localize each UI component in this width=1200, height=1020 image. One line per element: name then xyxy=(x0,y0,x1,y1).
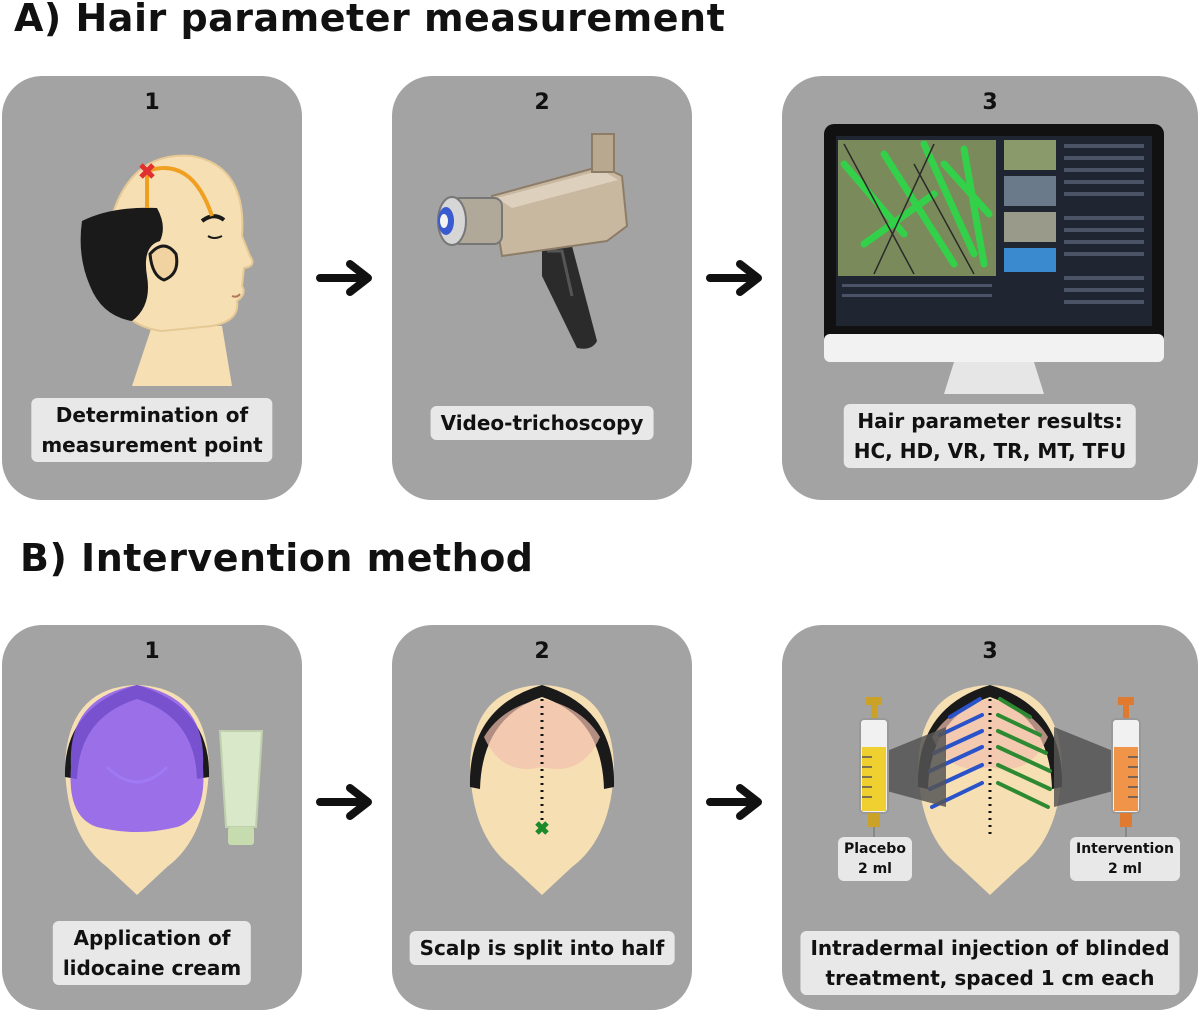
step-caption: Application of lidocaine cream xyxy=(52,921,252,985)
right-arrow-icon xyxy=(316,260,372,296)
scalp-top-icon xyxy=(917,685,1063,895)
panel-b1: 1 Application of lidocaine cream xyxy=(2,625,302,1010)
head-profile-icon xyxy=(80,154,254,386)
intervention-label: Intervention 2 ml xyxy=(1070,837,1180,881)
step-caption: Scalp is split into half xyxy=(409,931,675,965)
step-caption: Video-trichoscopy xyxy=(430,406,654,440)
caption-line: measurement point xyxy=(41,433,263,457)
caption-line: Video-trichoscopy xyxy=(440,411,644,435)
caption-line: HC, HD, VR, TR, MT, TFU xyxy=(853,439,1127,463)
syringe-icon xyxy=(1054,697,1141,853)
scalp-top-icon xyxy=(469,685,615,895)
trichoscope-icon xyxy=(437,133,629,349)
panel-a3: 3 xyxy=(782,76,1198,500)
step-number: 1 xyxy=(144,90,160,115)
intervention-volume: 2 ml xyxy=(1107,861,1142,877)
caption-line: Determination of xyxy=(55,403,249,427)
step-number: 1 xyxy=(144,639,160,664)
right-arrow-icon xyxy=(316,784,372,820)
panel-a1: 1 Determination of measurement point xyxy=(2,76,302,500)
placebo-name: Placebo xyxy=(844,841,906,857)
right-arrow-icon xyxy=(706,784,762,820)
placebo-volume: 2 ml xyxy=(857,861,892,877)
monitor-icon xyxy=(824,124,1164,394)
caption-line: lidocaine cream xyxy=(62,956,242,980)
section-a-title: A) Hair parameter measurement xyxy=(14,0,726,40)
caption-line: Hair parameter results: xyxy=(857,409,1123,433)
step-number: 2 xyxy=(534,639,550,664)
step-number: 3 xyxy=(982,639,998,664)
caption-line: Application of xyxy=(73,926,231,950)
cream-tube-icon xyxy=(218,730,264,845)
step-caption: Hair parameter results: HC, HD, VR, TR, … xyxy=(843,404,1137,468)
caption-line: Scalp is split into half xyxy=(419,936,665,960)
intervention-name: Intervention xyxy=(1076,841,1174,857)
placebo-label: Placebo 2 ml xyxy=(838,837,912,881)
step-caption: Intradermal injection of blinded treatme… xyxy=(800,931,1180,995)
step-number: 3 xyxy=(982,90,998,115)
right-arrow-icon xyxy=(706,260,762,296)
panel-b3: 3 xyxy=(782,625,1198,1010)
section-b-title: B) Intervention method xyxy=(20,536,534,580)
step-number: 2 xyxy=(534,90,550,115)
panel-a2: 2 Video-trichoscopy xyxy=(392,76,692,500)
caption-line: Intradermal injection of blinded xyxy=(810,936,1170,960)
step-caption: Determination of measurement point xyxy=(31,398,273,462)
panel-b2: 2 Scalp is split into half xyxy=(392,625,692,1010)
caption-line: treatment, spaced 1 cm each xyxy=(825,966,1155,990)
scalp-top-icon xyxy=(64,685,210,895)
syringe-icon xyxy=(859,697,946,853)
